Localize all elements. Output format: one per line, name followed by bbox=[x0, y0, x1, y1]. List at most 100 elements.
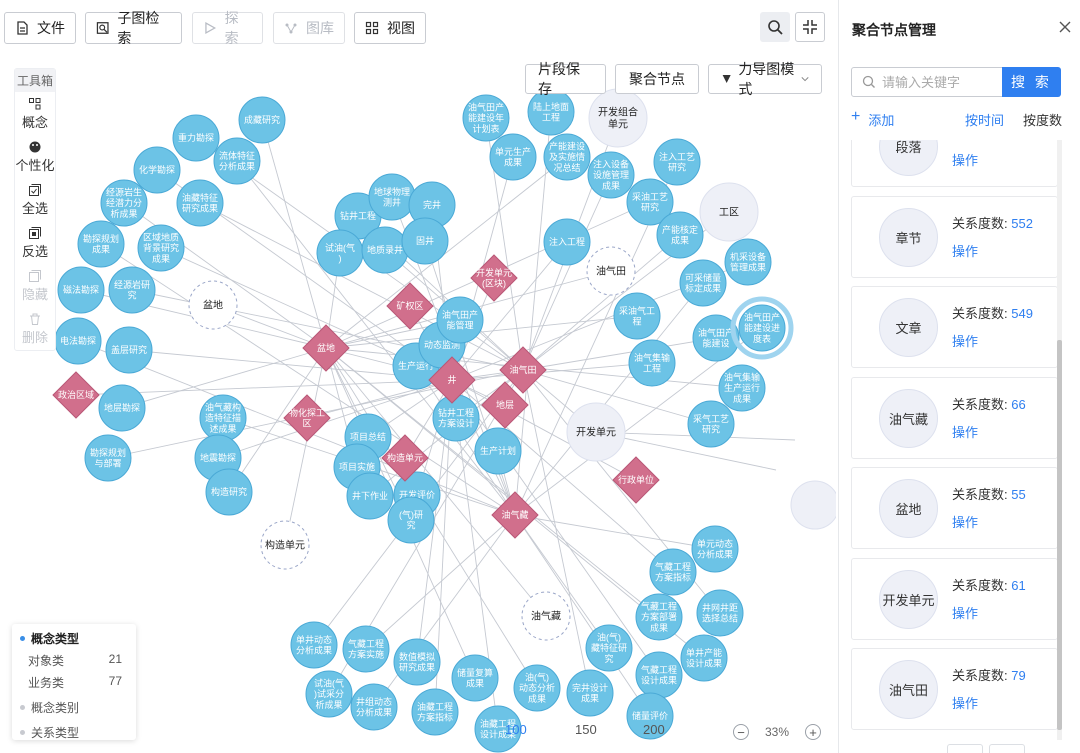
entity-node[interactable] bbox=[587, 151, 635, 199]
aggregate-node-circle[interactable]: 章节 bbox=[879, 208, 938, 267]
entity-node[interactable] bbox=[401, 217, 449, 265]
tool-hide[interactable]: 隐藏 bbox=[15, 264, 55, 307]
zoom-in-button[interactable]: + bbox=[805, 724, 822, 740]
operate-link[interactable]: 操作 bbox=[952, 244, 979, 259]
aggregate-node-circle[interactable]: 文章 bbox=[879, 298, 938, 357]
fit-screen-button[interactable] bbox=[795, 12, 825, 42]
entity-node[interactable] bbox=[613, 292, 661, 340]
entity-node[interactable] bbox=[474, 427, 522, 475]
save-fragment-button[interactable]: 片段保存 bbox=[525, 61, 606, 97]
entity-node[interactable] bbox=[290, 621, 338, 669]
operate-link[interactable]: 操作 bbox=[952, 425, 979, 440]
entity-node[interactable] bbox=[513, 664, 561, 712]
entity-node[interactable] bbox=[77, 220, 125, 268]
entity-node[interactable] bbox=[387, 496, 435, 544]
category-diamond[interactable] bbox=[481, 381, 529, 429]
entity-node[interactable] bbox=[543, 133, 591, 181]
entity-node[interactable] bbox=[635, 593, 683, 641]
entity-node[interactable] bbox=[724, 238, 772, 286]
knowledge-graph[interactable]: 盆地油气田构造单元油气藏开发组合单元工区开发单元成藏研究重力勘探流体特征分析成果… bbox=[0, 56, 836, 753]
concept-node[interactable] bbox=[699, 182, 759, 242]
entity-node[interactable] bbox=[653, 138, 701, 186]
operate-link[interactable]: 操作 bbox=[952, 334, 979, 349]
entity-node[interactable] bbox=[137, 224, 185, 272]
entity-node[interactable] bbox=[305, 670, 353, 718]
entity-node[interactable] bbox=[176, 179, 224, 227]
entity-node[interactable] bbox=[105, 326, 153, 374]
legend-concept-type[interactable]: 概念类型 bbox=[12, 630, 136, 647]
sort-by-time[interactable]: 按时间 bbox=[965, 113, 1005, 128]
entity-node[interactable] bbox=[626, 692, 674, 740]
operate-link[interactable]: 操作 bbox=[952, 696, 979, 711]
tool-concept[interactable]: 概念 bbox=[15, 92, 55, 135]
entity-node[interactable] bbox=[474, 705, 522, 753]
sort-by-degree[interactable]: 按度数 bbox=[1023, 113, 1063, 128]
legend-concept-category[interactable]: 概念类别 bbox=[12, 691, 136, 716]
search-button[interactable] bbox=[760, 12, 790, 42]
entity-node[interactable] bbox=[98, 384, 146, 432]
entity-node[interactable] bbox=[696, 589, 744, 637]
category-diamond[interactable] bbox=[381, 434, 429, 482]
entity-node[interactable] bbox=[489, 133, 537, 181]
category-diamond[interactable] bbox=[499, 346, 547, 394]
entity-node[interactable] bbox=[393, 638, 441, 686]
close-icon[interactable] bbox=[1058, 20, 1072, 34]
category-diamond[interactable] bbox=[302, 324, 350, 372]
zoom-out-button[interactable]: − bbox=[733, 724, 749, 740]
legend-row-business[interactable]: 业务类 77 bbox=[12, 669, 136, 691]
explore-button[interactable]: 探索 bbox=[192, 10, 263, 46]
entity-node[interactable] bbox=[238, 96, 286, 144]
category-diamond[interactable] bbox=[491, 491, 539, 539]
entity-node[interactable] bbox=[205, 468, 253, 516]
entity-node[interactable] bbox=[100, 179, 148, 227]
tool-personalize[interactable]: 个性化 bbox=[15, 135, 55, 178]
entity-node[interactable] bbox=[656, 211, 704, 259]
concept-node[interactable] bbox=[790, 480, 836, 530]
entity-node[interactable] bbox=[84, 434, 132, 482]
legend-relation-type[interactable]: 关系类型 bbox=[12, 716, 136, 741]
category-diamond[interactable] bbox=[428, 356, 476, 404]
keyword-input[interactable] bbox=[882, 74, 992, 90]
aggregate-nodes-button[interactable]: 聚合节点 bbox=[615, 64, 699, 94]
gallery-button[interactable]: 图库 bbox=[273, 12, 345, 44]
entity-node[interactable] bbox=[680, 634, 728, 682]
layout-mode-select[interactable]: 力导图模式 bbox=[708, 61, 822, 97]
entity-node[interactable] bbox=[628, 339, 676, 387]
entity-node[interactable] bbox=[718, 364, 766, 412]
entity-node[interactable] bbox=[649, 548, 697, 596]
operate-link[interactable]: 操作 bbox=[952, 153, 979, 168]
entity-node[interactable] bbox=[738, 304, 786, 352]
entity-node[interactable] bbox=[566, 669, 614, 717]
graph-canvas[interactable]: 盆地油气田构造单元油气藏开发组合单元工区开发单元成藏研究重力勘探流体特征分析成果… bbox=[0, 56, 836, 753]
aggregate-node-circle[interactable]: 段落 bbox=[879, 140, 938, 176]
aggregate-node-circle[interactable]: 开发单元 bbox=[879, 570, 938, 629]
entity-node[interactable] bbox=[692, 314, 740, 362]
concept-node[interactable] bbox=[566, 402, 626, 462]
tool-select-all[interactable]: 全选 bbox=[15, 178, 55, 221]
category-diamond[interactable] bbox=[52, 371, 100, 419]
list-scrollbar-thumb[interactable] bbox=[1057, 340, 1062, 730]
category-diamond[interactable] bbox=[283, 394, 331, 442]
legend-row-object[interactable]: 对象类 21 bbox=[12, 647, 136, 669]
category-diamond[interactable] bbox=[612, 456, 660, 504]
operate-link[interactable]: 操作 bbox=[952, 606, 979, 621]
entity-node[interactable] bbox=[626, 178, 674, 226]
entity-node[interactable] bbox=[350, 683, 398, 731]
pager-prev[interactable] bbox=[947, 744, 983, 753]
entity-node[interactable] bbox=[57, 266, 105, 314]
ghost-node[interactable] bbox=[586, 246, 636, 296]
entity-node[interactable] bbox=[172, 114, 220, 162]
aggregate-node-circle[interactable]: 盆地 bbox=[879, 479, 938, 538]
entity-node[interactable] bbox=[679, 259, 727, 307]
entity-node[interactable] bbox=[451, 654, 499, 702]
ghost-node[interactable] bbox=[260, 520, 310, 570]
entity-node[interactable] bbox=[342, 625, 390, 673]
entity-node[interactable] bbox=[687, 400, 735, 448]
tool-invert-select[interactable]: 反选 bbox=[15, 221, 55, 264]
category-diamond[interactable] bbox=[470, 254, 518, 302]
add-button[interactable]: + 添加 bbox=[851, 109, 894, 129]
entity-node[interactable] bbox=[133, 146, 181, 194]
entity-node[interactable] bbox=[543, 218, 591, 266]
entity-node[interactable] bbox=[436, 296, 484, 344]
category-diamond[interactable] bbox=[386, 282, 434, 330]
